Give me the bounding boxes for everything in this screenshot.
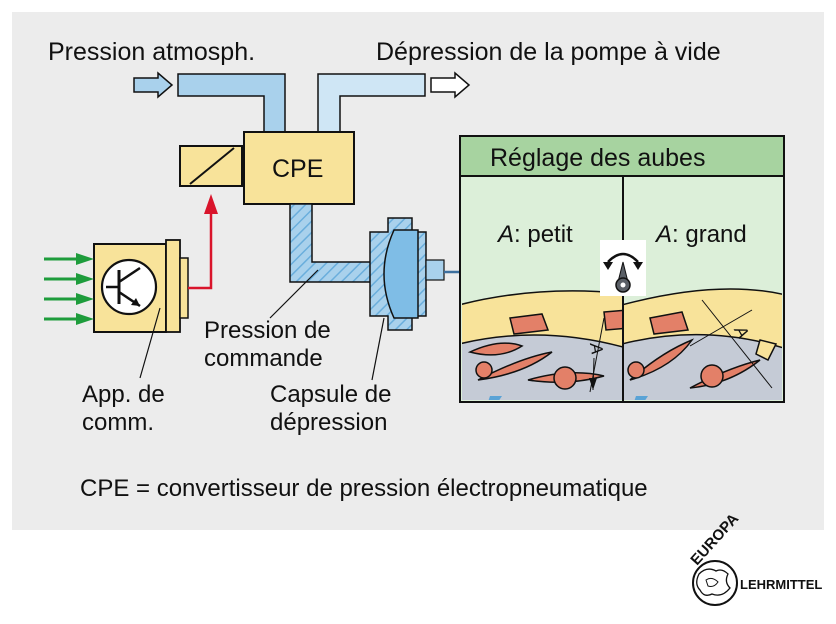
atm-pressure-label: Pression atmosph.: [48, 38, 255, 66]
cpe-block: [243, 131, 355, 205]
control-pressure-label-line2: commande: [204, 345, 323, 372]
control-unit: [93, 239, 189, 333]
control-unit-label-line2: comm.: [82, 409, 154, 436]
atm-arrow-icon: [133, 71, 174, 99]
a-large-label: A: grand: [654, 221, 747, 248]
capsule-label-line2: dépression: [270, 409, 387, 436]
solenoid-coil: [179, 145, 244, 187]
vane-view-large: A: [624, 288, 782, 400]
input-signal-arrows: [44, 253, 94, 325]
vane-view-small: A: [462, 290, 622, 400]
vacuum-capsule: [369, 217, 445, 331]
control-pressure-label-line1: Pression de: [204, 317, 331, 344]
rotate-right-arrow-icon: [633, 262, 643, 270]
transistor-icon: [106, 266, 141, 308]
control-pressure-leader: [269, 269, 319, 319]
capsule-label-line1: Capsule de: [270, 381, 391, 408]
logo-right-text: LEHRMITTEL: [740, 577, 822, 592]
vacuum-label: Dépression de la pompe à vide: [376, 38, 721, 66]
capsule-leader: [371, 317, 385, 381]
cpe-label: CPE: [272, 155, 323, 183]
vane-adjust-title: Réglage des aubes: [490, 144, 705, 172]
gap-a-left-label: A: [586, 340, 607, 355]
cpe-footnote: CPE = convertisseur de pression électrop…: [80, 475, 648, 502]
vane-adjustment-panel: Réglage des aubes A: [459, 135, 785, 403]
rotate-left-arrow-icon: [603, 262, 613, 270]
vacuum-arrow-icon: [430, 71, 471, 99]
control-unit-label-line1: App. de: [82, 381, 165, 408]
vane-lever-indicator: [600, 240, 646, 296]
a-small-label: A: petit: [496, 221, 573, 248]
control-unit-leader: [139, 307, 161, 379]
output-signal-line: [188, 194, 218, 290]
